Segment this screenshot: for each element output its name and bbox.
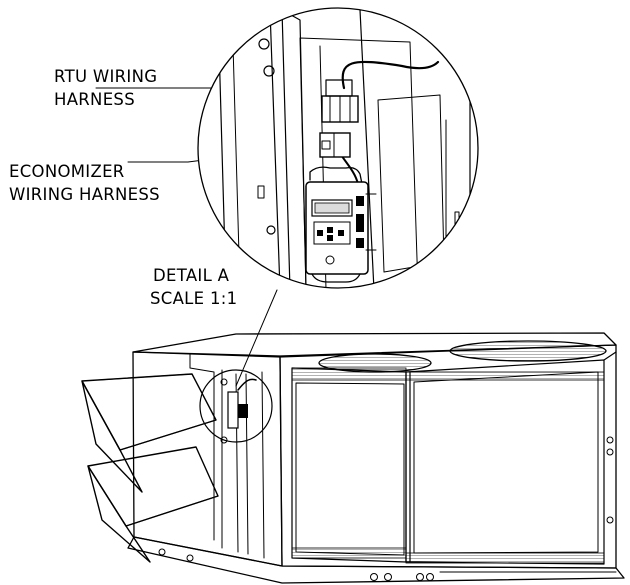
upper-hood-top [81, 373, 217, 451]
lower-hood-top [87, 446, 219, 527]
rooftop-unit [81, 332, 625, 584]
detail-leader-line [235, 289, 278, 387]
detail-a-magnified-view [197, 7, 479, 289]
detail-label-line1: DETAIL A [153, 266, 230, 285]
detail-a-callout-circle [199, 369, 273, 443]
condenser-fan-rear [449, 340, 607, 362]
economizer-harness-label-line2: WIRING HARNESS [9, 185, 160, 204]
unit-top-panel [132, 332, 617, 357]
rtu-harness-label-line1: RTU WIRING [54, 67, 157, 86]
detail-scale-label: SCALE 1:1 [150, 289, 237, 308]
economizer-harness-label-line1: ECONOMIZER [9, 162, 125, 181]
lower-hood-side [87, 465, 151, 563]
unit-base-rail [127, 536, 625, 584]
economizer-harness-plug [319, 132, 351, 158]
upper-hood-side [81, 380, 143, 493]
rtu-harness-label-line2: HARNESS [54, 90, 135, 109]
